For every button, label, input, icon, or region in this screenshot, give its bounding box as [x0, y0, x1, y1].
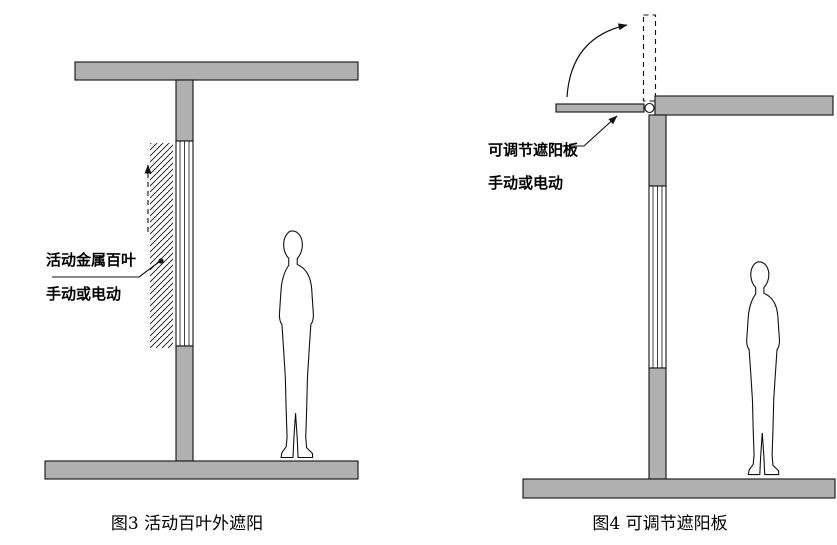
- fig4-leader: [560, 115, 618, 147]
- fig3-upper-wall: [175, 79, 194, 142]
- fig3-bottom-slab: [44, 460, 359, 480]
- fig4-lower-wall: [648, 367, 667, 480]
- fig3-label-line1: 活动金属百叶: [46, 251, 137, 269]
- fig3-leader: [52, 258, 164, 278]
- fig4-upper-wall: [648, 114, 667, 187]
- fig4-board-raised-dashed: [642, 14, 657, 102]
- fig4-label-line1: 可调节遮阳板: [488, 141, 579, 159]
- fig4-label-line2: 手动或电动: [488, 174, 564, 192]
- fig3-caption: 图3 活动百叶外遮阳: [110, 514, 264, 534]
- fig4-bottom-slab: [522, 478, 836, 499]
- fig3-lower-wall: [175, 345, 194, 462]
- fig4-caption: 图4 可调节遮阳板: [592, 514, 728, 534]
- fig4-shading-board: [555, 103, 645, 113]
- figure4-drawing: [522, 14, 836, 499]
- fig3-top-slab: [74, 61, 359, 81]
- figure3-drawing: [44, 61, 359, 480]
- fig3-label-line2: 手动或电动: [46, 285, 122, 303]
- fig4-top-slab: [654, 95, 834, 116]
- fig3-person-silhouette: [278, 230, 314, 459]
- curved-rotation-arrow-icon: [566, 23, 628, 98]
- fig4-window: [648, 185, 667, 369]
- fig4-person-silhouette: [746, 261, 780, 476]
- fig3-louver-hatch: [150, 143, 173, 348]
- pivot-circle-icon: [644, 102, 655, 114]
- fig3-window: [175, 140, 194, 347]
- filled-dot-icon: [158, 258, 164, 264]
